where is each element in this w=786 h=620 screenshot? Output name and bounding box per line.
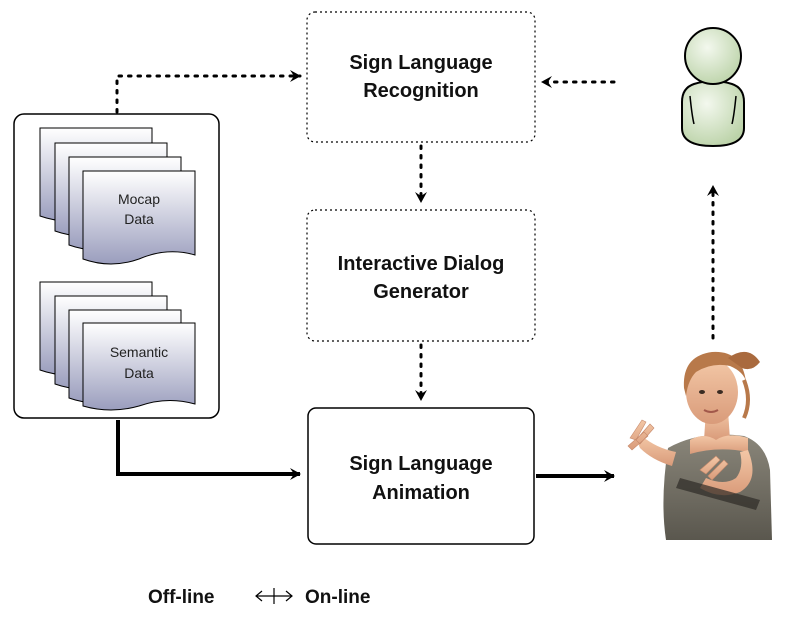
recognition-box <box>306 11 536 143</box>
animation-label-2: Animation <box>372 482 470 504</box>
arrow-data-to-recognition <box>115 70 302 114</box>
mocap-label-2: Data <box>124 211 154 227</box>
semantic-label-2: Data <box>124 365 154 381</box>
mocap-data-stack: Mocap Data <box>39 127 196 265</box>
animation-label-1: Sign Language <box>349 453 492 475</box>
animation-box <box>307 407 535 545</box>
dialog-label-1: Interactive Dialog <box>338 253 505 275</box>
dialog-label-2: Generator <box>373 281 469 303</box>
semantic-data-stack: Semantic Data <box>39 281 196 411</box>
legend-transition-icon <box>255 588 293 604</box>
legend: Off-line On-line <box>148 587 370 608</box>
recognition-label-2: Recognition <box>363 80 479 102</box>
user-icon <box>681 27 745 148</box>
dialog-generator-box <box>306 209 536 342</box>
signing-avatar-image <box>627 351 772 540</box>
legend-offline-label: Off-line <box>148 587 215 608</box>
recognition-label-1: Sign Language <box>349 52 492 74</box>
legend-online-label: On-line <box>305 587 370 608</box>
arrow-data-to-animation <box>116 420 301 480</box>
mocap-label-1: Mocap <box>118 191 160 207</box>
semantic-label-1: Semantic <box>110 344 168 360</box>
